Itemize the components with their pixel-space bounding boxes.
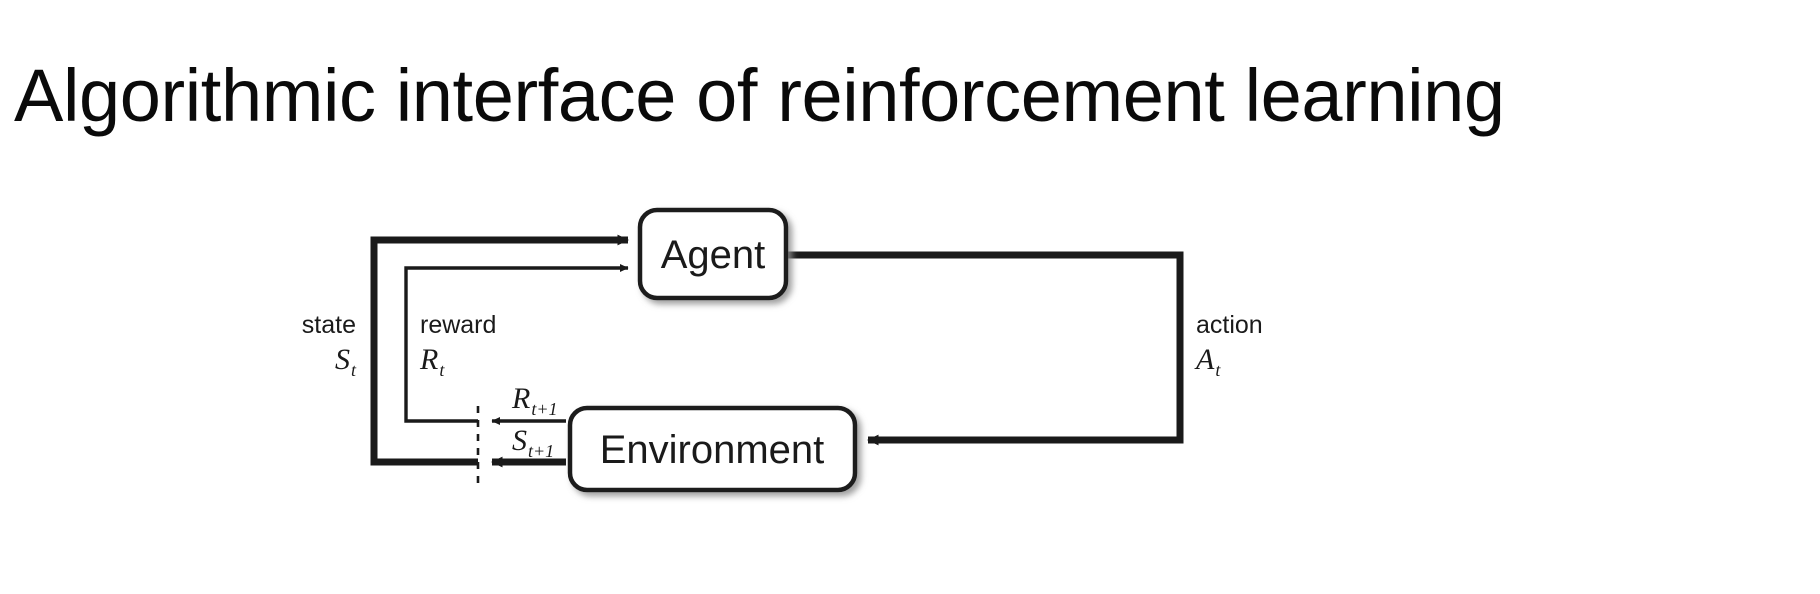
reward-word: reward bbox=[420, 311, 496, 339]
agent-label: Agent bbox=[661, 233, 766, 277]
edge-action bbox=[786, 251, 1184, 446]
agent-box[interactable] bbox=[637, 207, 789, 301]
rl-loop-svg: Agent Environment state St reward Rt bbox=[302, 207, 1263, 493]
label-action: action At bbox=[1194, 311, 1263, 380]
node-agent[interactable]: Agent bbox=[637, 207, 789, 301]
reward-arrow-line bbox=[404, 264, 629, 423]
action-arrow-line bbox=[786, 251, 1184, 446]
edge-state bbox=[370, 234, 629, 466]
label-state: state St bbox=[302, 311, 357, 380]
rl-loop-diagram: Agent Environment state St reward Rt bbox=[0, 150, 1820, 594]
label-next-state: St+1 bbox=[512, 424, 554, 461]
next-state-symbol: St+1 bbox=[512, 424, 554, 461]
action-word: action bbox=[1196, 311, 1263, 339]
reward-symbol-base: R bbox=[419, 343, 438, 376]
page-title: Algorithmic interface of reinforcement l… bbox=[14, 53, 1505, 137]
state-arrow-line bbox=[370, 234, 629, 466]
next-reward-symbol: Rt+1 bbox=[511, 382, 557, 419]
next-state-symbol-base: S bbox=[512, 424, 527, 457]
node-environment[interactable]: Environment bbox=[567, 405, 858, 493]
environment-box[interactable] bbox=[567, 405, 858, 493]
next-reward-symbol-subscript: t+1 bbox=[531, 399, 557, 419]
action-symbol-subscript: t bbox=[1215, 360, 1221, 380]
label-next-reward: Rt+1 bbox=[511, 382, 557, 419]
reward-symbol: Rt bbox=[419, 343, 445, 380]
next-reward-symbol-base: R bbox=[511, 382, 530, 415]
state-symbol-base: S bbox=[335, 343, 350, 376]
state-symbol-subscript: t bbox=[351, 360, 357, 380]
edge-reward bbox=[404, 264, 629, 423]
reward-symbol-subscript: t bbox=[439, 360, 445, 380]
next-state-symbol-subscript: t+1 bbox=[528, 441, 554, 461]
action-symbol: At bbox=[1194, 343, 1221, 380]
state-word: state bbox=[302, 311, 356, 339]
state-symbol: St bbox=[335, 343, 357, 380]
label-reward: reward Rt bbox=[419, 311, 496, 380]
environment-label: Environment bbox=[600, 428, 825, 472]
action-symbol-base: A bbox=[1194, 343, 1215, 376]
